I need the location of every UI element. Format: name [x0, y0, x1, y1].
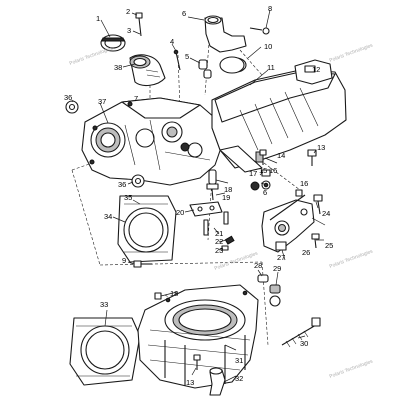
callout-18-upper: 18	[224, 185, 232, 194]
callout-labels: 1 2 3 38 4 5 6 8 10 11 12 13 36 37 7 36 …	[64, 4, 333, 387]
callout-3: 3	[127, 26, 131, 35]
callout-27: 27	[277, 253, 285, 262]
gasket-20	[189, 201, 229, 236]
bushings-28-29	[257, 274, 281, 307]
plugs-5	[198, 59, 212, 79]
callout-29: 29	[273, 264, 281, 273]
callout-8: 8	[268, 4, 272, 13]
callout-2: 2	[126, 7, 130, 16]
callout-7: 7	[134, 94, 138, 103]
intake-boot	[100, 34, 166, 87]
plug-18-19	[206, 169, 219, 201]
base-gasket-33	[69, 317, 141, 386]
stud-30	[281, 317, 321, 348]
callout-21: 21	[215, 229, 223, 238]
callout-16: 16	[269, 166, 277, 175]
callout-36-top: 36	[64, 93, 72, 102]
bolt-2	[135, 12, 143, 37]
callout-16-upper: 16	[300, 179, 308, 188]
washer-36	[65, 100, 79, 114]
callout-35: 35	[124, 193, 132, 202]
callout-13-low: 13	[186, 378, 194, 387]
gasket-9	[219, 56, 245, 74]
watermark-5: Polaris Technologies	[329, 358, 375, 379]
callout-30: 30	[300, 339, 308, 348]
callout-12: 12	[312, 65, 320, 74]
callout-23: 23	[215, 246, 223, 255]
callout-26: 26	[302, 248, 310, 257]
callout-4: 4	[170, 37, 174, 46]
gasket-35-34	[117, 195, 177, 263]
callout-34: 34	[104, 212, 112, 221]
fittings-14-16	[255, 151, 271, 190]
callout-18-low: 18	[170, 289, 178, 298]
callout-11: 11	[267, 63, 275, 72]
callout-24: 24	[322, 209, 330, 218]
callout-33: 33	[100, 300, 108, 309]
callout-28: 28	[254, 261, 262, 270]
elbow-32	[209, 367, 226, 396]
plug-18-low	[154, 292, 162, 300]
bolt-13-top	[307, 149, 317, 166]
cylinder-block	[137, 284, 259, 389]
leader-lines	[71, 9, 326, 383]
callout-38: 38	[114, 63, 122, 72]
bolt-13-low	[193, 354, 201, 370]
callout-5: 5	[185, 52, 189, 61]
callout-15: 15	[259, 166, 267, 175]
callout-1: 1	[96, 14, 100, 23]
callout-6: 6	[182, 9, 186, 18]
bolt-24	[313, 194, 323, 215]
screws-22-23	[221, 235, 235, 251]
stud-4	[173, 49, 181, 71]
nut-17	[250, 181, 260, 191]
callout-19: 19	[222, 193, 230, 202]
washer-36-mid	[131, 174, 145, 188]
watermark-3: Polaris Technologies	[329, 248, 375, 269]
watermark-2: Polaris Technologies	[69, 45, 115, 66]
callout-10: 10	[264, 42, 272, 51]
callout-25: 25	[325, 241, 333, 250]
callout-17: 17	[249, 169, 257, 178]
callout-22: 22	[215, 237, 223, 246]
head-stud	[269, 189, 306, 221]
valve-cover	[211, 59, 347, 173]
callout-20: 20	[176, 208, 184, 217]
callout-14: 14	[277, 151, 285, 160]
callout-31: 31	[235, 356, 243, 365]
cylinder-head	[81, 97, 223, 186]
callout-32: 32	[235, 374, 243, 383]
callout-36-mid: 36	[118, 180, 126, 189]
bolt-25	[311, 233, 320, 249]
bolt-6	[259, 149, 267, 165]
callout-37: 37	[98, 97, 106, 106]
callout-9: 9	[122, 256, 126, 265]
tensioner-26	[261, 199, 315, 253]
watermark-1: Polaris Technologies	[329, 42, 375, 63]
callout-13-top: 13	[317, 143, 325, 152]
callout-6-lower: 6	[263, 188, 267, 197]
